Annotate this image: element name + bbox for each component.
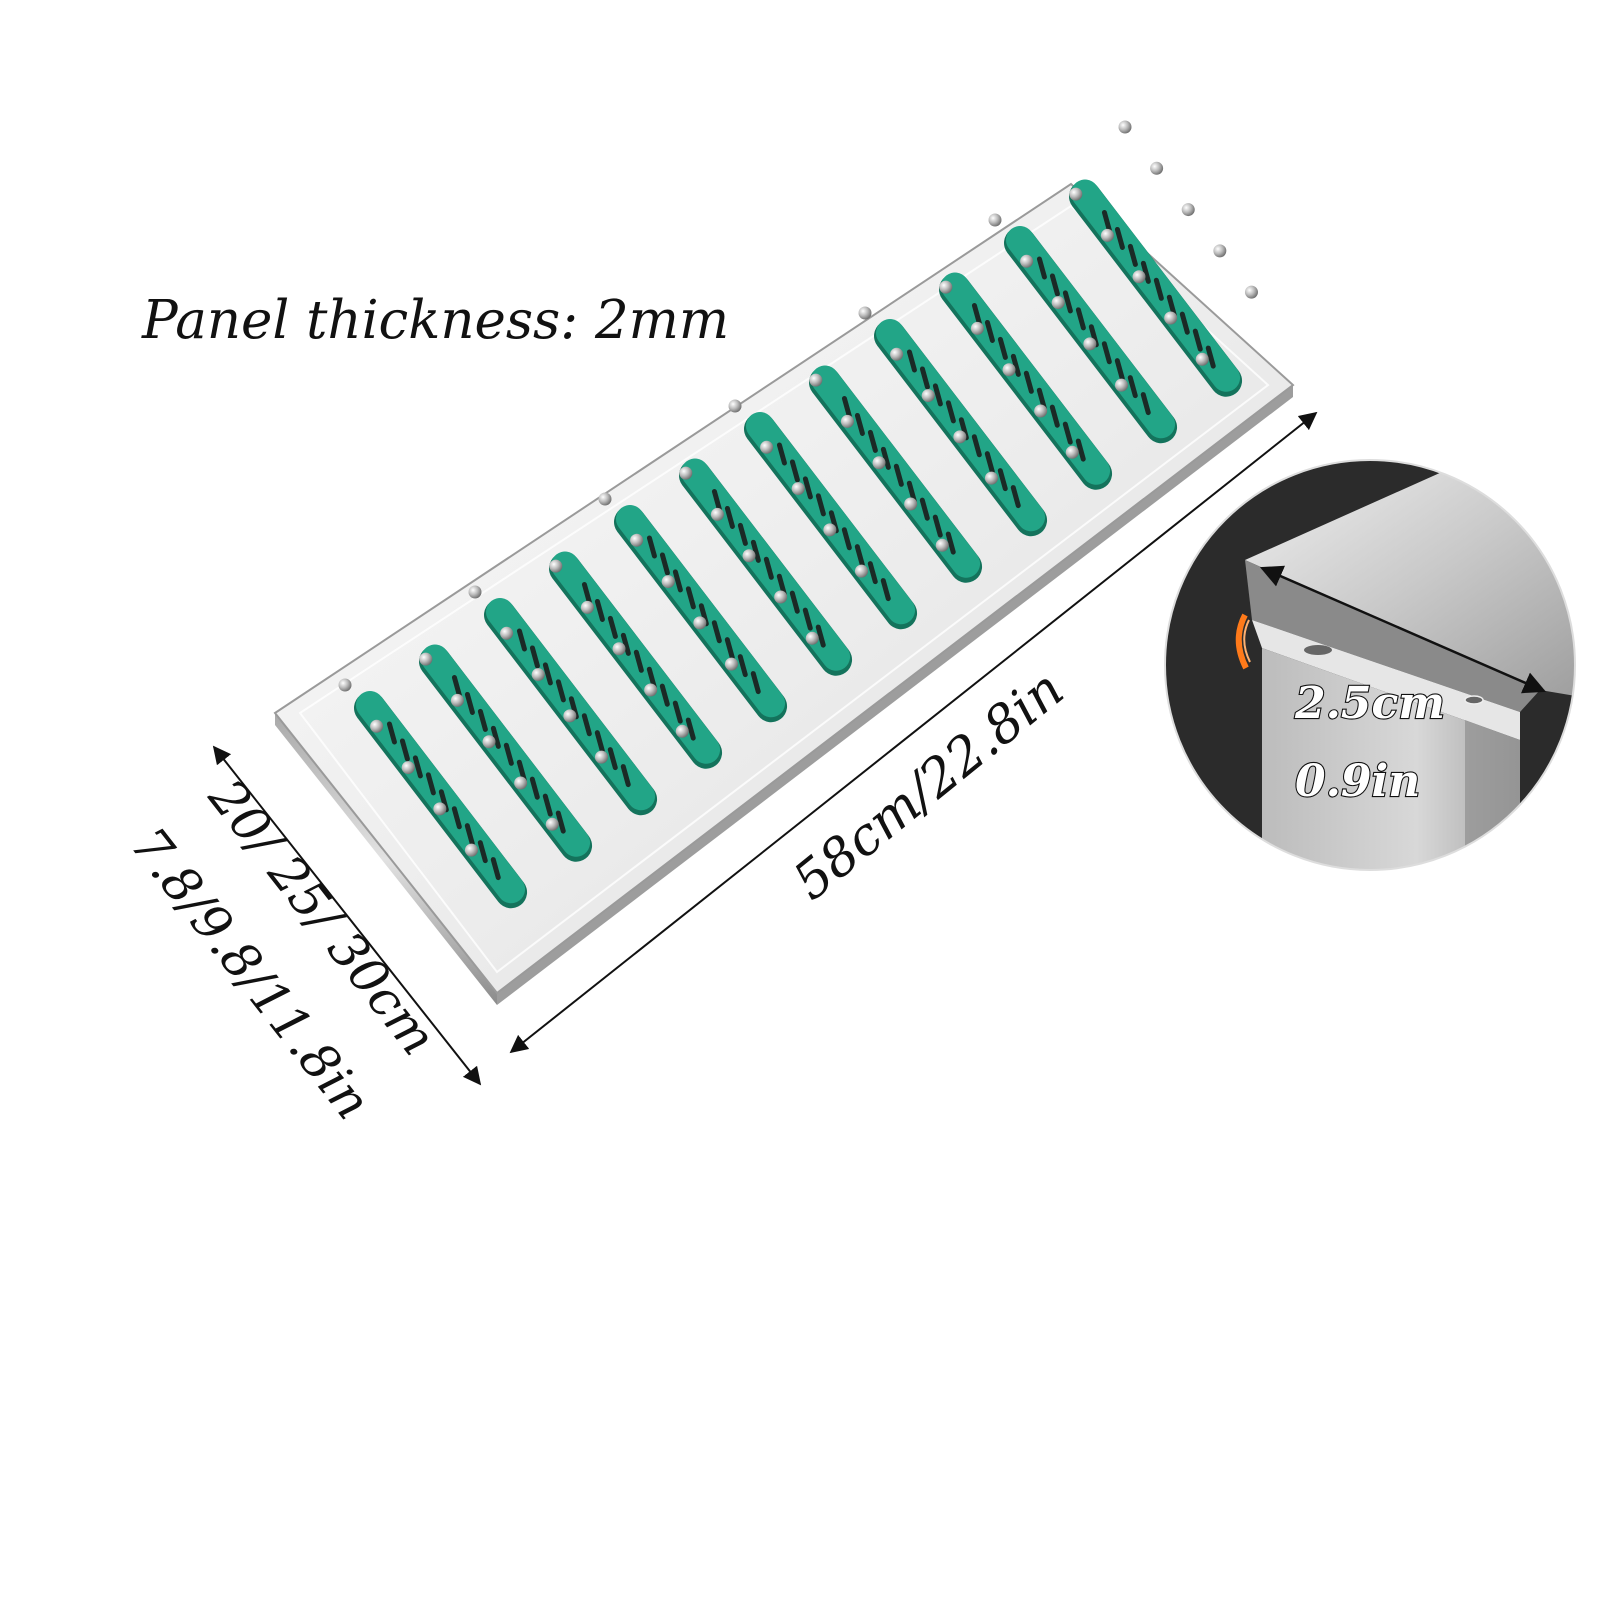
vent-plate: [273, 120, 1295, 1005]
rivet-dot: [921, 389, 935, 403]
rivet-dot: [370, 719, 384, 733]
vent-slot: [1004, 226, 1178, 444]
rivet-dot: [1051, 296, 1065, 310]
rivet-dot: [468, 585, 482, 599]
width-dimension-arrow: [212, 745, 482, 1086]
rivet-dot: [988, 213, 1002, 227]
rivet-dot: [1244, 285, 1258, 299]
rivet-dot: [1114, 378, 1128, 392]
rivet-dot: [1132, 270, 1146, 284]
rivet-dot: [433, 802, 447, 816]
rivet-dot: [805, 631, 819, 645]
rivet-dot: [760, 440, 774, 454]
rivet-dot: [1150, 161, 1164, 175]
detail-dimension-arrow: [1259, 565, 1547, 694]
rivet-dot: [858, 306, 872, 320]
rivet-dot: [679, 466, 693, 480]
rivet-dot: [563, 709, 577, 723]
rivet-dot: [742, 549, 756, 563]
rivet-dot: [872, 456, 886, 470]
rivet-dot: [970, 321, 984, 335]
rivet-dot: [482, 735, 496, 749]
rivet-dot: [1164, 311, 1178, 325]
thickness-label: Panel thickness: 2mm: [141, 290, 729, 351]
length-dimension-arrow: [509, 411, 1318, 1054]
rivet-dot: [598, 492, 612, 506]
rivet-dot: [953, 430, 967, 444]
detail-label-cm: 2.5cm: [1294, 678, 1445, 729]
rivet-dot: [774, 590, 788, 604]
rivet-dot: [823, 523, 837, 537]
rivet-dot: [791, 482, 805, 496]
rivet-dot: [531, 668, 545, 682]
rivet-dot: [1020, 254, 1034, 268]
rivet-dot: [1195, 352, 1209, 366]
rivet-dot: [1034, 404, 1048, 418]
rivet-dot: [890, 347, 904, 361]
rivet-dot: [1213, 244, 1227, 258]
rivet-dot: [1118, 120, 1132, 134]
rivet-dot: [464, 843, 478, 857]
rivet-dot: [549, 559, 563, 573]
rivet-dot: [419, 652, 433, 666]
rivet-dot: [545, 817, 559, 831]
rivet-dot: [1065, 445, 1079, 459]
rivet-dot: [1002, 363, 1016, 377]
rivet-dot: [1181, 203, 1195, 217]
rivet-dot: [644, 683, 658, 697]
rivet-dot: [904, 497, 918, 511]
rivet-dot: [1083, 337, 1097, 351]
rivet-dot: [984, 471, 998, 485]
rivet-dot: [1100, 228, 1114, 242]
rivet-dot: [710, 507, 724, 521]
rivet-dot: [450, 693, 464, 707]
rivet-dot: [840, 414, 854, 428]
rivet-dot: [854, 564, 868, 578]
edge-detail-inset: 2.5cm 0.9in: [1164, 459, 1576, 871]
rivet-dot: [500, 626, 514, 640]
rivet-dot: [1069, 187, 1083, 201]
rivet-dot: [661, 575, 675, 589]
rivet-dot: [693, 616, 707, 630]
rivet-dot: [935, 538, 949, 552]
rivet-dot: [809, 373, 823, 387]
rivet-dot: [939, 280, 953, 294]
rivet-dot: [594, 750, 608, 764]
rivet-dot: [338, 678, 352, 692]
rivet-dot: [580, 600, 594, 614]
rivet-dot: [724, 657, 738, 671]
rivet-dot: [514, 776, 528, 790]
rivet-dot: [728, 399, 742, 413]
rivet-dot: [401, 761, 415, 775]
rivet-dot: [675, 724, 689, 738]
rivet-dot: [612, 642, 626, 656]
detail-label-in: 0.9in: [1295, 756, 1420, 807]
rivet-dot: [630, 533, 644, 547]
